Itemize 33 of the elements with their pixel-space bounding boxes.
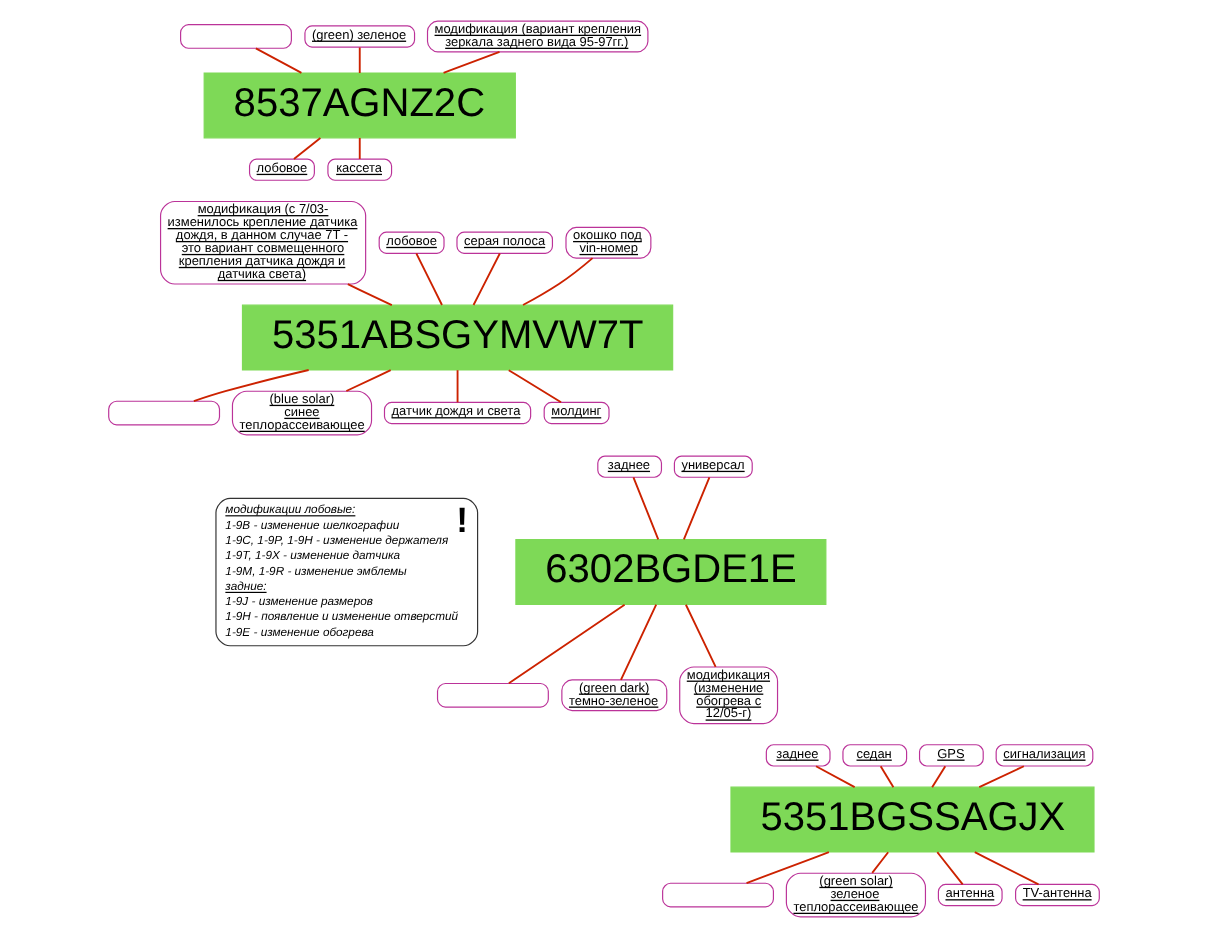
- connector: [507, 603, 626, 685]
- connector: [415, 252, 443, 306]
- connector: [815, 765, 856, 789]
- connector: [973, 851, 1040, 886]
- connector: [978, 765, 1025, 789]
- connector: [931, 765, 947, 789]
- connector: [358, 136, 361, 160]
- connector: [745, 851, 830, 885]
- connector: [192, 369, 310, 403]
- connector: [472, 252, 501, 306]
- connector: [293, 136, 322, 160]
- node-box: [436, 682, 549, 708]
- node-box: 8537AGNZ2C: [203, 72, 516, 139]
- node-box: 5351BGSSAGJX: [730, 786, 1095, 853]
- connector: [871, 851, 890, 874]
- node-box: [108, 400, 221, 426]
- connector: [346, 283, 393, 307]
- node-box: 5351ABSGYMVW7T: [241, 304, 674, 371]
- connector: [879, 765, 895, 789]
- connector: [522, 257, 594, 306]
- node-box: [180, 24, 292, 49]
- connector: [620, 603, 658, 681]
- connector: [936, 851, 964, 886]
- connector: [345, 369, 392, 392]
- connector: [254, 47, 303, 74]
- connector: [358, 46, 361, 74]
- node-box: 6302BGDE1E: [515, 539, 827, 606]
- connector: [682, 476, 711, 541]
- node-box: [662, 882, 774, 908]
- connector: [684, 603, 717, 668]
- connector: [632, 476, 660, 541]
- connector: [456, 369, 459, 404]
- connector: [507, 369, 562, 404]
